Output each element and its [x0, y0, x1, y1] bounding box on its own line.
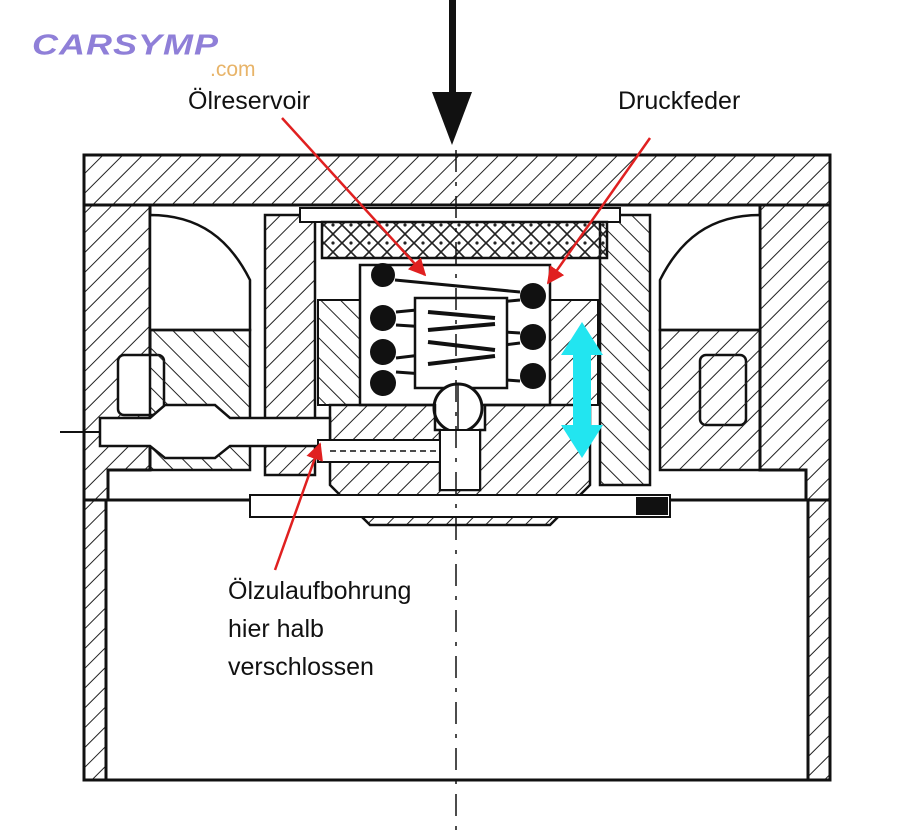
load-arrow — [432, 0, 472, 145]
label-pressure-spring: Druckfeder — [618, 87, 741, 115]
arrow-oil-feed-bore — [273, 442, 323, 571]
arrow-oil-reservoir — [281, 117, 427, 277]
label-oil-feed-line3: verschlossen — [228, 653, 374, 681]
arrow-pressure-spring — [546, 137, 652, 285]
logo-sub-text: .com — [210, 58, 256, 81]
label-oil-feed-line2: hier halb — [228, 615, 324, 643]
annotation-arrows — [273, 117, 652, 571]
logo-main-text: CARSYMP — [32, 28, 220, 61]
carsymp-logo: CARSYMP .com — [32, 28, 282, 88]
label-oil-reservoir: Ölreservoir — [188, 87, 311, 115]
check-valve-spring — [413, 296, 509, 390]
right-oil-gallery — [658, 213, 762, 472]
bottom-seat — [249, 494, 671, 518]
plunger-motion-arrow — [561, 322, 603, 458]
oil-feed-bore — [60, 403, 441, 463]
oil-reservoir — [320, 220, 609, 260]
check-ball — [432, 382, 484, 434]
label-oil-feed-line1: Ölzulaufbohrung — [228, 577, 412, 605]
lifter-cap — [82, 153, 832, 207]
